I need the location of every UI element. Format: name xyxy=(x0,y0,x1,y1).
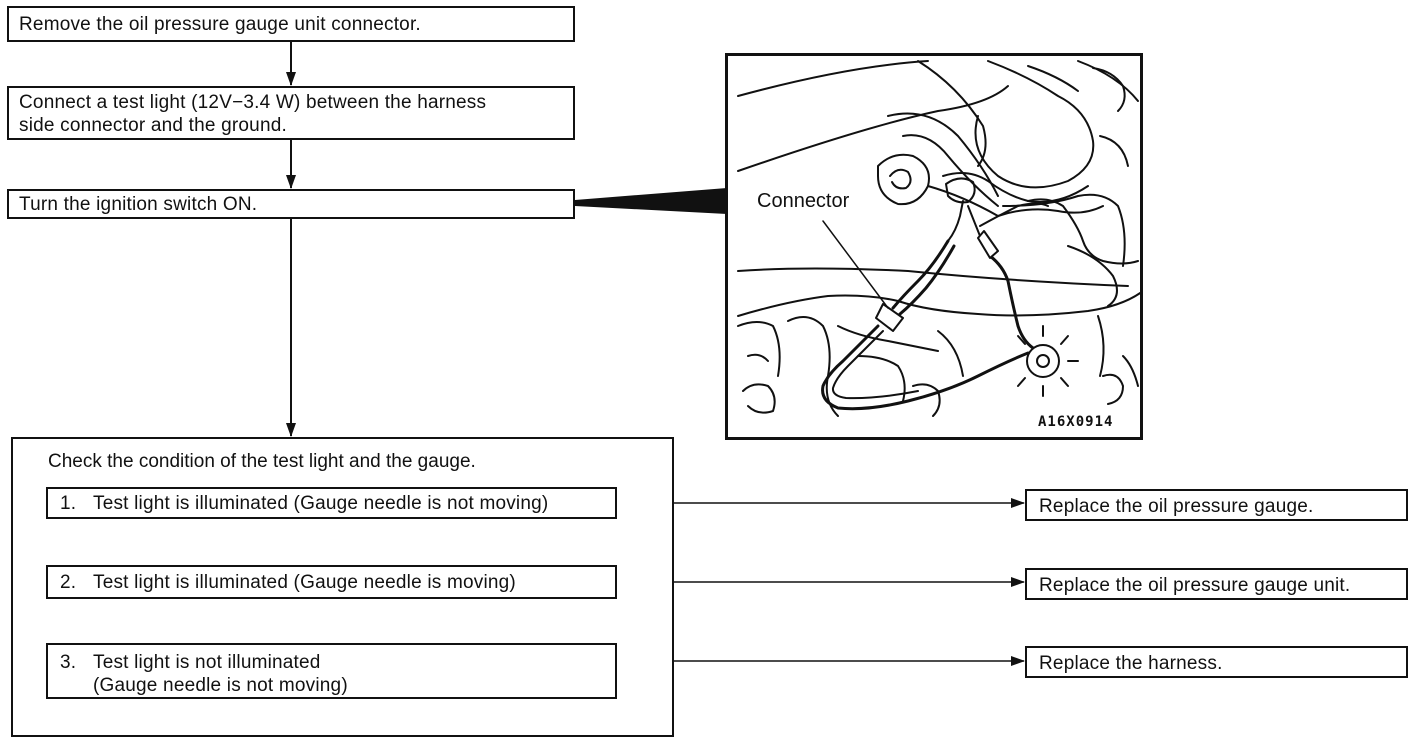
option-1-box: 1. Test light is illuminated (Gauge needl… xyxy=(46,487,617,519)
option-2-text: Test light is illuminated (Gauge needle … xyxy=(93,572,516,593)
option-1-text: Test light is illuminated (Gauge needle … xyxy=(93,493,549,514)
step-remove-connector-text: Remove the oil pressure gauge unit conne… xyxy=(19,14,421,35)
step-ignition-on-text: Turn the ignition switch ON. xyxy=(19,194,258,215)
connector-label: Connector xyxy=(755,189,852,213)
option-1-number: 1. xyxy=(60,493,77,514)
option-2-box: 2. Test light is illuminated (Gauge needl… xyxy=(46,565,617,599)
result-1-text: Replace the oil pressure gauge. xyxy=(1039,496,1314,517)
option-3-text-line1: Test light is not illuminated xyxy=(93,652,321,673)
result-3-box: Replace the harness. xyxy=(1025,646,1408,678)
result-1-box: Replace the oil pressure gauge. xyxy=(1025,489,1408,521)
engine-connector-illustration: Connector A16X0914 xyxy=(725,53,1143,440)
engine-line-drawing xyxy=(737,60,1140,417)
step-connect-test-light-line2: side connector and the ground. xyxy=(19,115,287,136)
illustration-pointer xyxy=(575,188,727,214)
figure-code: A16X0914 xyxy=(1038,414,1114,430)
option-3-box: 3. Test light is not illuminated (Gauge n… xyxy=(46,643,617,699)
check-condition-title: Check the condition of the test light an… xyxy=(48,451,476,472)
option-2-number: 2. xyxy=(60,572,77,593)
result-3-text: Replace the harness. xyxy=(1039,653,1223,674)
result-2-box: Replace the oil pressure gauge unit. xyxy=(1025,568,1408,600)
step-connect-test-light: Connect a test light (12V−3.4 W) between… xyxy=(7,86,575,140)
step-ignition-on: Turn the ignition switch ON. xyxy=(7,189,575,219)
result-2-text: Replace the oil pressure gauge unit. xyxy=(1039,575,1351,596)
option-3-number: 3. xyxy=(60,652,77,673)
step-remove-connector: Remove the oil pressure gauge unit conne… xyxy=(7,6,575,42)
step-connect-test-light-line1: Connect a test light (12V−3.4 W) between… xyxy=(19,92,487,113)
option-3-text-line2: (Gauge needle is not moving) xyxy=(93,675,348,696)
